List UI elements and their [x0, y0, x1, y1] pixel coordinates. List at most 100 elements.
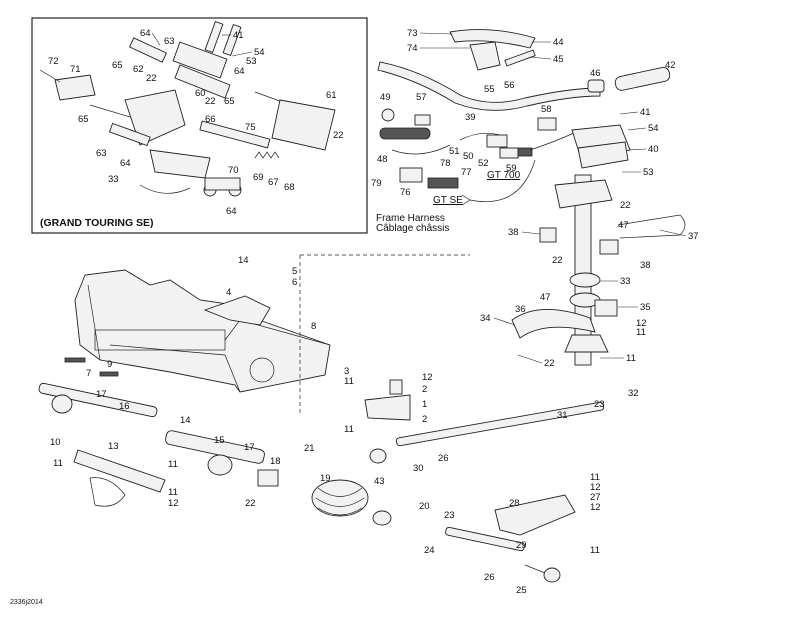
frame-harness-fr-label: Câblage châssis [376, 223, 449, 234]
lower-callouts: 3 12 11 2 1 11 2 17 16 10 13 14 11 15 17… [50, 366, 605, 596]
callout: 65 [112, 60, 123, 71]
callout: 62 [133, 64, 144, 75]
callout: 55 [484, 84, 495, 95]
callout: 77 [461, 167, 472, 178]
callout: 12 [168, 498, 179, 509]
callout: 23 [594, 399, 605, 410]
callout: 60 [195, 88, 206, 99]
callout: 68 [284, 182, 295, 193]
callout: 16 [119, 401, 130, 412]
callout: 37 [688, 231, 699, 242]
callout: 5 [292, 266, 297, 277]
callout: 64 [226, 206, 237, 217]
callout: 36 [515, 304, 526, 315]
callout: 53 [246, 56, 257, 67]
frame-harness-label: Frame Harness [376, 213, 445, 224]
callout: 76 [400, 187, 411, 198]
callout: 25 [516, 585, 527, 596]
callout: 2 [422, 414, 427, 425]
callout: 54 [254, 47, 265, 58]
callout: 50 [463, 151, 474, 162]
callout: 32 [628, 388, 639, 399]
callout: 44 [553, 37, 564, 48]
callout: 7 [86, 368, 91, 379]
callout: 1 [422, 399, 427, 410]
inset-callouts: 64 41 63 54 72 71 65 62 53 64 22 60 22 6… [48, 28, 344, 217]
callout: 47 [618, 220, 629, 231]
callout: 12 [590, 502, 601, 513]
callout: 59 [506, 163, 517, 174]
callout: 63 [164, 36, 175, 47]
drawing-code: 2336j2014 [10, 599, 43, 606]
callout: 20 [419, 501, 430, 512]
callout: 66 [205, 114, 216, 125]
callout: 26 [484, 572, 495, 583]
callout: 29 [516, 540, 527, 551]
callout: 79 [371, 178, 382, 189]
callout: 11 [53, 458, 63, 469]
callout: 56 [504, 80, 515, 91]
callout: 6 [292, 277, 297, 288]
callout: 64 [120, 158, 131, 169]
callout: 15 [214, 435, 225, 446]
callout: 57 [416, 92, 427, 103]
callout: 46 [590, 68, 601, 79]
callout: 10 [50, 437, 61, 448]
callout: 53 [643, 167, 654, 178]
callout: 63 [96, 148, 107, 159]
callout: 52 [478, 158, 489, 169]
callout: 78 [440, 158, 451, 169]
callout: 11 [168, 459, 178, 470]
callout: 17 [96, 389, 107, 400]
frame-callouts: 14 5 6 4 8 7 9 [64, 255, 316, 379]
callout: 9 [107, 359, 112, 370]
callout: 48 [377, 154, 388, 165]
steering-column [511, 124, 686, 366]
callout: 22 [552, 255, 563, 266]
callout: 58 [541, 104, 552, 115]
callout: 61 [326, 90, 337, 101]
callout: 22 [245, 498, 256, 509]
gt-700-label: GT 700 [487, 170, 521, 181]
callout: 54 [648, 123, 659, 134]
callout: 34 [480, 313, 491, 324]
gt-se-label: GT SE [433, 195, 463, 206]
callout: 73 [407, 28, 418, 39]
callout: 11 [344, 376, 354, 387]
callout: 71 [70, 64, 81, 75]
callout: 13 [108, 441, 119, 452]
callout: 2 [422, 384, 427, 395]
callout: 75 [245, 122, 256, 133]
callout: 26 [438, 453, 449, 464]
callout: 41 [233, 30, 244, 41]
callout: 30 [413, 463, 424, 474]
callout: 11 [590, 472, 600, 483]
callout: 64 [234, 66, 245, 77]
callout: 11 [626, 353, 636, 364]
callout: 38 [640, 260, 651, 271]
callout: 18 [270, 456, 281, 467]
callout: 23 [444, 510, 455, 521]
callout: 72 [48, 56, 59, 67]
callout: 8 [311, 321, 316, 332]
callout: 17 [244, 442, 255, 453]
callout: 12 [422, 372, 433, 383]
callout: 51 [449, 146, 460, 157]
inset-panel: (GRAND TOURING SE) [31, 17, 368, 234]
frame-section [74, 254, 470, 415]
callout: 21 [304, 443, 315, 454]
inset-title: (GRAND TOURING SE) [40, 217, 154, 229]
callout: 22 [205, 96, 216, 107]
callout: 11 [344, 424, 354, 435]
callout: 24 [424, 545, 435, 556]
callout: 65 [78, 114, 89, 125]
callout: 22 [544, 358, 555, 369]
callout: 33 [108, 174, 119, 185]
callout: 33 [620, 276, 631, 287]
callout: 70 [228, 165, 239, 176]
callout: 14 [238, 255, 249, 266]
callout: 39 [465, 112, 476, 123]
callout: 69 [253, 172, 264, 183]
callout: 22 [333, 130, 344, 141]
callout: 47 [540, 292, 551, 303]
